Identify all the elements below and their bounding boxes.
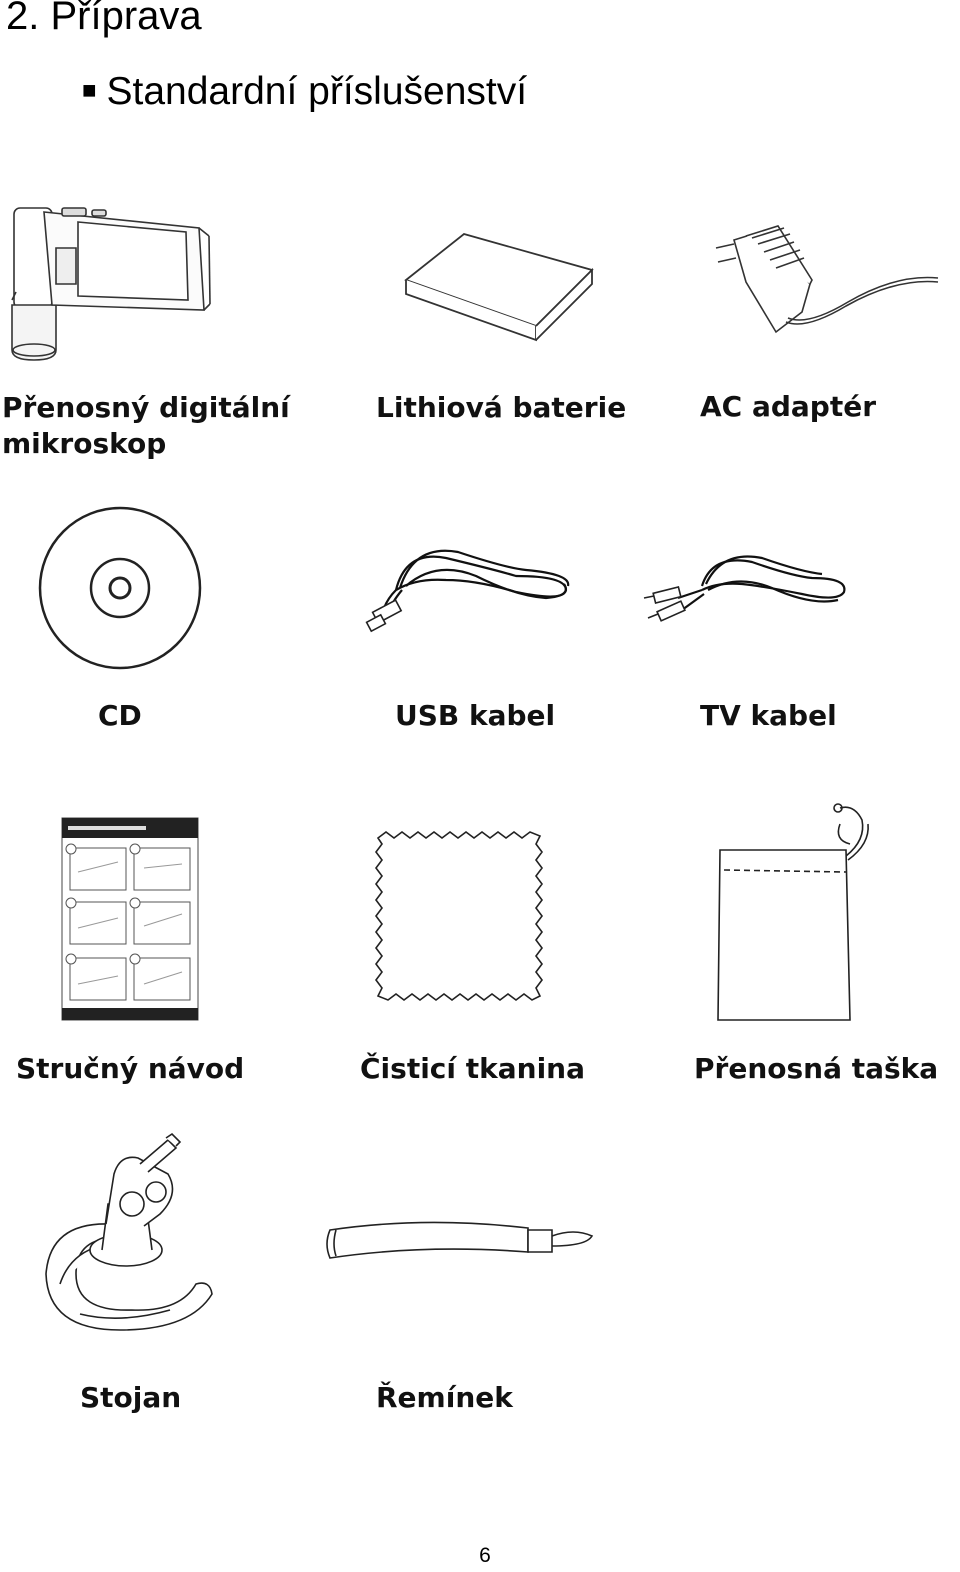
carry-bag-label: Přenosná taška [694,1052,939,1085]
strap-image [324,1216,596,1266]
usb-cable-label: USB kabel [395,699,556,732]
microscope-label-line2: mikroskop [2,427,167,460]
quick-guide-label: Stručný návod [16,1052,245,1085]
cleaning-cloth-image [372,830,546,1002]
strap-label: Řemínek [376,1381,513,1414]
cd-label: CD [98,699,142,732]
tv-cable-label: TV kabel [700,699,837,732]
cleaning-cloth-label: Čisticí tkanina [360,1052,585,1085]
cd-image [38,506,202,670]
subsection-heading: ■ Standardní příslušenství [82,70,527,114]
usb-cable-image [366,540,576,636]
microscope-label-line1: Přenosný digitální [2,391,290,424]
battery-label: Lithiová baterie [376,391,627,424]
ac-adapter-image [706,222,942,342]
subsection-title: Standardní příslušenství [106,70,528,113]
section-title: 2. Příprava [6,0,202,38]
carry-bag-image [714,800,874,1024]
page-number: 6 [479,1544,491,1567]
stand-image [40,1134,220,1334]
battery-image [404,232,596,342]
bullet-square-icon: ■ [82,77,97,104]
tv-cable-image [642,550,852,628]
microscope-image [4,200,214,370]
quick-guide-image [62,818,198,1020]
ac-adapter-label: AC adaptér [700,390,877,423]
stand-label: Stojan [80,1381,182,1414]
